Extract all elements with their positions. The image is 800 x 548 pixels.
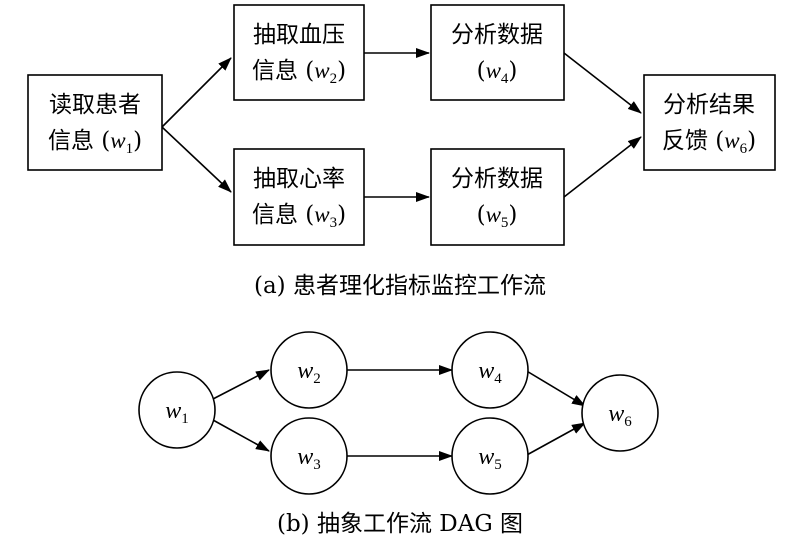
box-w3-line1: 抽取心率 (253, 166, 345, 192)
dag-edge-w5-w6 (524, 422, 586, 457)
dag-node-w5-var: w (478, 444, 494, 470)
dag-node-w6: w6 (581, 374, 659, 452)
box-w5: 分析数据 (w5) (430, 148, 565, 246)
box-w1-line2: 信息 (48, 128, 94, 154)
box-w5-sub: 5 (501, 215, 509, 231)
edge-w5-w6 (563, 136, 642, 198)
dag-node-w1-sub: 1 (181, 411, 189, 427)
caption-b: (b) 抽象工作流 DAG 图 (277, 511, 523, 537)
box-w6-line1: 分析结果 (663, 92, 755, 118)
dag-node-w4: w4 (451, 331, 529, 409)
box-w3-var: w (314, 202, 330, 227)
box-w2-line2: 信息 (252, 58, 298, 84)
dag-edge-w4-w6 (524, 369, 586, 407)
dag-node-w1-var: w (165, 398, 181, 424)
dag-node-w4-var: w (478, 358, 494, 384)
svg-text:分析数据: 分析数据 (451, 166, 543, 192)
box-w1-var: w (110, 128, 126, 153)
svg-text:w4: w4 (478, 358, 502, 387)
dag-panel: w1 w2 w3 w4 w5 (138, 331, 659, 537)
box-w6-sub: 6 (740, 141, 748, 157)
workflow-panel: 读取患者 信息 (w1) 抽取血压 信息 (w2) 抽取心率 (27, 4, 776, 299)
box-w2-sub: 2 (330, 71, 338, 87)
svg-text:分析结果: 分析结果 (663, 92, 755, 118)
dag-node-w5: w5 (451, 417, 529, 495)
dag-edge-w1-w2 (212, 369, 270, 400)
dag-node-w6-var: w (608, 401, 624, 427)
svg-text:读取患者: 读取患者 (49, 92, 141, 118)
dag-node-w5-sub: 5 (494, 457, 502, 473)
dag-node-w2-sub: 2 (313, 371, 321, 387)
svg-text:w3: w3 (297, 444, 321, 473)
box-w4: 分析数据 (w4) (430, 4, 565, 101)
edge-w4-w6 (563, 52, 642, 114)
box-w3-line2: 信息 (252, 202, 298, 228)
svg-text:信息 (w3): 信息 (w3) (252, 202, 346, 231)
box-w1-sub: 1 (126, 141, 134, 157)
svg-text:信息 (w2): 信息 (w2) (252, 58, 346, 87)
box-w4-line1: 分析数据 (451, 22, 543, 48)
box-w2: 抽取血压 信息 (w2) (233, 4, 365, 101)
box-w4-var: w (486, 58, 502, 83)
box-w1: 读取患者 信息 (w1) (27, 74, 163, 171)
dag-node-w3-var: w (297, 444, 313, 470)
svg-text:分析数据: 分析数据 (451, 22, 543, 48)
svg-text:w5: w5 (478, 444, 502, 473)
svg-text:信息 (w1): 信息 (w1) (48, 128, 142, 157)
svg-text:抽取血压: 抽取血压 (253, 22, 345, 48)
svg-text:w6: w6 (608, 401, 632, 430)
dag-node-w2-var: w (297, 358, 313, 384)
box-w1-line1: 读取患者 (49, 92, 141, 118)
box-w3: 抽取心率 信息 (w3) (233, 148, 365, 246)
svg-text:(w4): (w4) (477, 58, 518, 87)
dag-node-w3: w3 (270, 417, 348, 495)
dag-node-w1: w1 (138, 371, 216, 449)
svg-text:反馈 (w6): 反馈 (w6) (662, 128, 756, 157)
box-w6-line2: 反馈 (662, 128, 708, 154)
box-w6: 分析结果 反馈 (w6) (643, 74, 776, 171)
box-w2-var: w (314, 58, 330, 83)
box-w6-var: w (724, 128, 740, 153)
box-w2-line1: 抽取血压 (253, 22, 345, 48)
dag-node-w6-sub: 6 (624, 414, 632, 430)
svg-text:w2: w2 (297, 358, 321, 387)
edge-w1-w3 (161, 126, 232, 193)
dag-node-w2: w2 (270, 331, 348, 409)
box-w5-line1: 分析数据 (451, 166, 543, 192)
box-w5-var: w (486, 202, 502, 227)
dag-edge-w1-w3 (212, 419, 270, 452)
svg-text:w1: w1 (165, 398, 189, 427)
edge-w1-w2 (161, 57, 232, 128)
svg-text:抽取心率: 抽取心率 (253, 166, 345, 192)
box-w4-sub: 4 (501, 71, 509, 87)
dag-node-w4-sub: 4 (494, 371, 502, 387)
box-w3-sub: 3 (330, 215, 338, 231)
dag-node-w3-sub: 3 (313, 457, 321, 473)
svg-text:(w5): (w5) (477, 202, 518, 231)
caption-a: (a) 患者理化指标监控工作流 (254, 273, 546, 299)
